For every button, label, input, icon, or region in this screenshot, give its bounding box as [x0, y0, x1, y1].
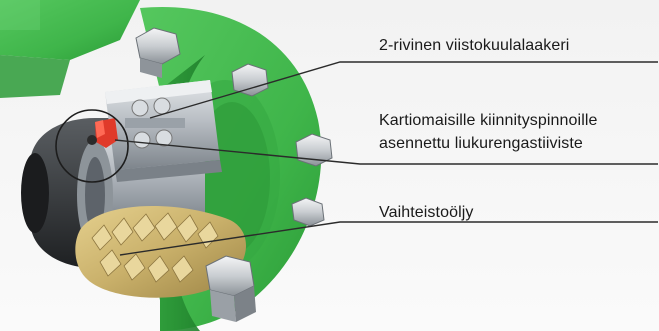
bolt-bottom: [206, 256, 256, 322]
callout-bearing: 2-rivinen viistokuulalaakeri: [379, 34, 569, 57]
callout-oil: Vaihteistoöljy: [379, 201, 474, 224]
callout-seal-text-line2: asennettu liukurengastiiviste: [379, 132, 598, 155]
callout-seal-text-line1: Kartiomaisille kiinnityspinnoille: [379, 109, 598, 132]
callout-bearing-text: 2-rivinen viistokuulalaakeri: [379, 34, 569, 57]
bolt-upper-right: [232, 64, 268, 96]
bearing-block: [105, 80, 222, 182]
housing-arm: [0, 0, 140, 98]
callout-seal: Kartiomaisille kiinnityspinnoille asenne…: [379, 109, 598, 155]
callout-oil-text: Vaihteistoöljy: [379, 201, 474, 224]
